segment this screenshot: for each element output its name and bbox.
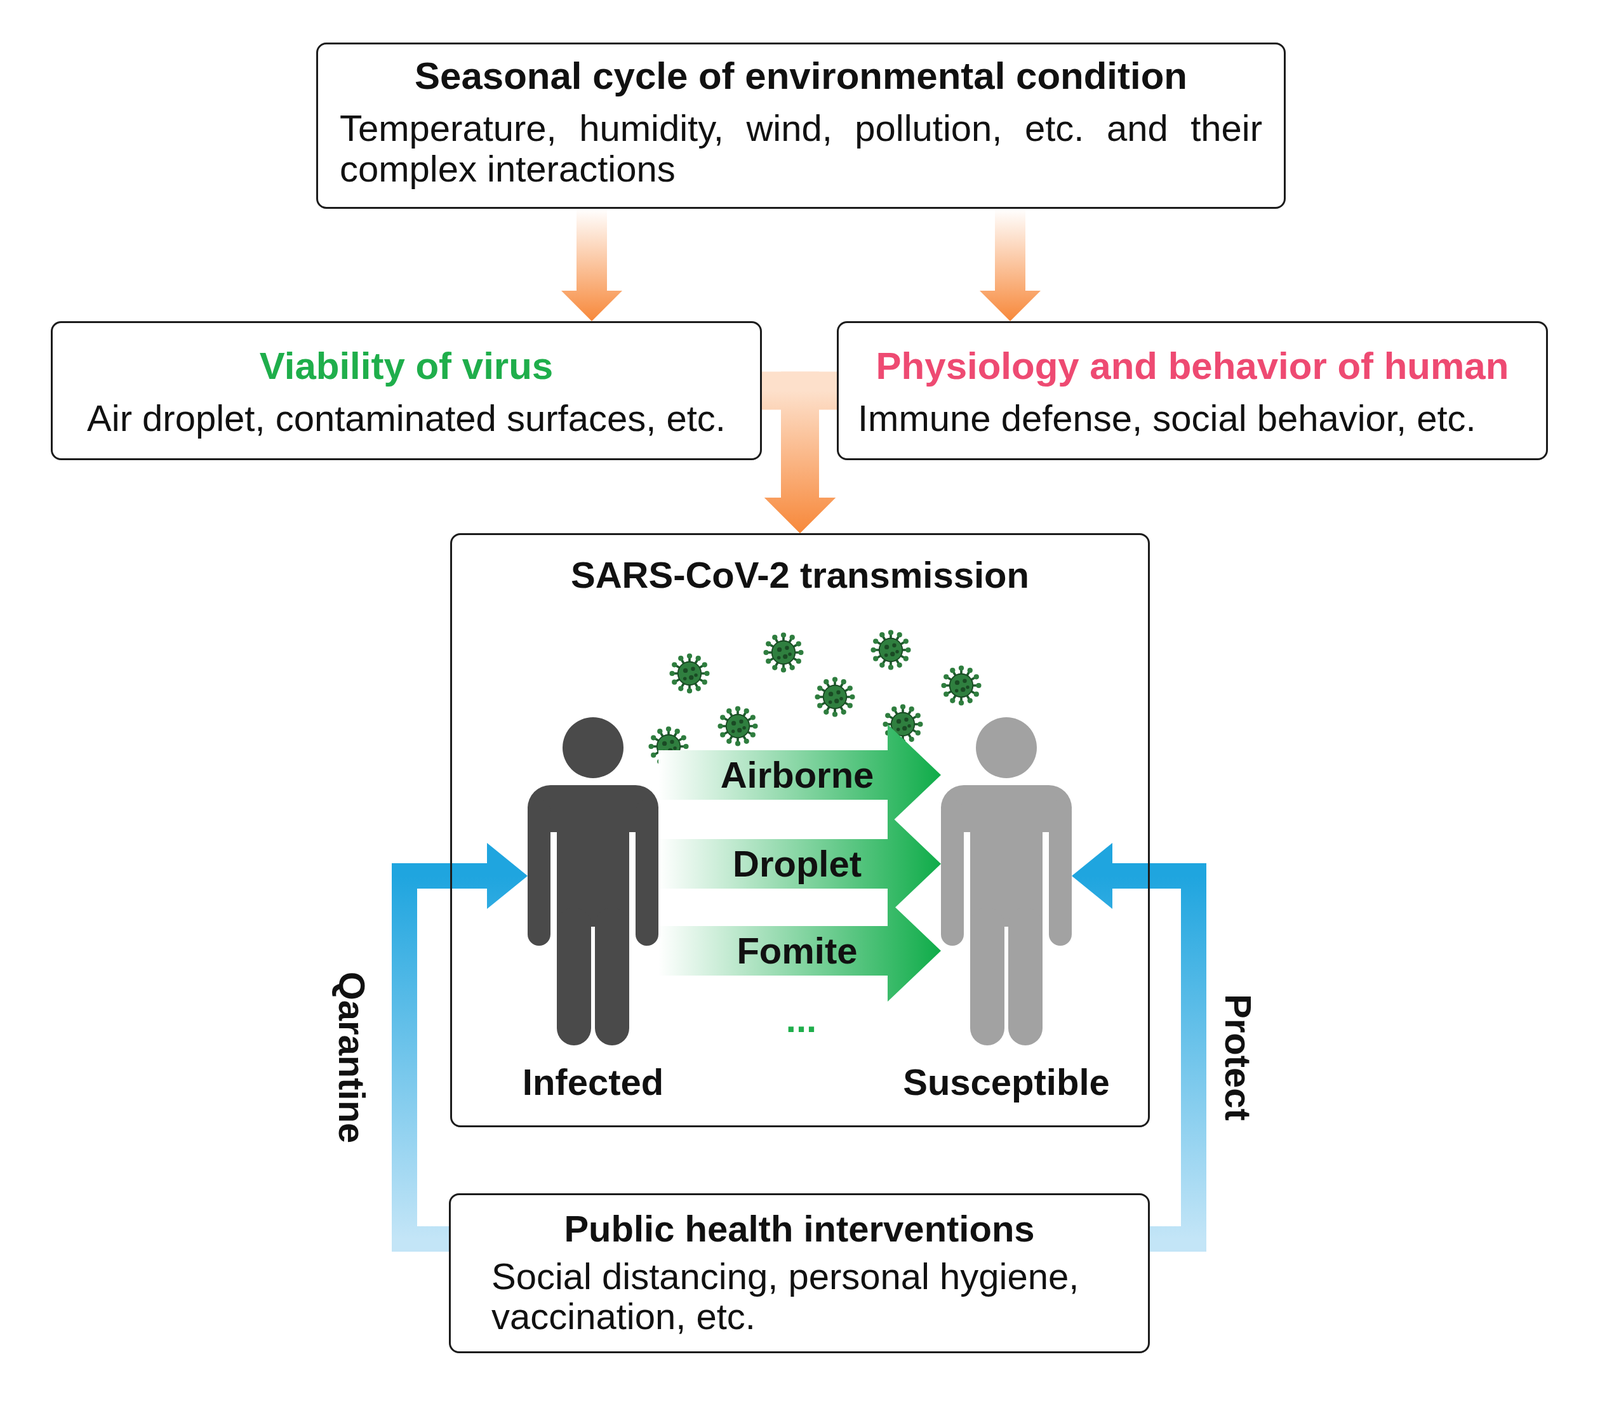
person-part — [556, 785, 630, 927]
arrow-head — [887, 900, 941, 1002]
person-part — [1048, 800, 1072, 947]
arrow-head — [1071, 843, 1113, 910]
orange-merge-arrow — [764, 391, 837, 534]
virus-icon — [814, 676, 855, 717]
person-label: Susceptible — [902, 1060, 1110, 1105]
virus-icon — [669, 653, 710, 694]
edge-label: Protect — [1215, 994, 1261, 1122]
arrow-head — [486, 843, 528, 910]
edge-label: Qarantine — [329, 972, 374, 1145]
box-body: Air droplet, contaminated surfaces, etc. — [67, 398, 745, 439]
interventions-box: Public health interventionsSocial distan… — [448, 1193, 1150, 1354]
virus-icon — [717, 706, 758, 747]
person-label: Infected — [522, 1060, 664, 1105]
person-part — [635, 800, 659, 947]
protect-arrow — [1071, 843, 1194, 1240]
person-part — [970, 785, 1043, 927]
person-part — [527, 800, 551, 947]
person-part — [1008, 907, 1043, 1046]
ellipsis-mark: ... — [786, 997, 817, 1042]
box-heading: Physiology and behavior of human — [857, 343, 1527, 390]
human-behavior-box: Physiology and behavior of humanImmune d… — [836, 321, 1548, 461]
transmission-arrow — [658, 900, 941, 1002]
arrow-shaft — [576, 208, 607, 293]
virus-icon — [940, 665, 981, 706]
transmission-arrow — [658, 724, 941, 827]
environment-box: Seasonal cycle of environmental conditio… — [316, 42, 1286, 209]
person-head — [975, 717, 1037, 779]
box-body: Social distancing, personal hygiene, vac… — [491, 1256, 1108, 1338]
susceptible-person: Susceptible — [940, 717, 1072, 1046]
arrow-head — [561, 290, 623, 322]
person-part — [594, 907, 630, 1046]
box-heading: Seasonal cycle of environmental conditio… — [339, 53, 1263, 100]
edge-label: Droplet — [732, 841, 862, 887]
virus-icon — [870, 629, 911, 670]
edge-label: Airborne — [720, 753, 875, 798]
arrow-head — [887, 724, 941, 827]
person-part — [556, 907, 592, 1046]
arrow-head — [764, 497, 836, 534]
edge-label: Fomite — [736, 928, 858, 974]
arrow-head — [979, 290, 1041, 322]
arrow-head — [764, 497, 836, 534]
person-icon — [940, 717, 1072, 1046]
virus-icon — [763, 632, 804, 673]
arrow-shaft — [658, 750, 889, 800]
arrow-shaft — [994, 208, 1026, 293]
person-icon — [527, 717, 659, 1046]
arrow-head — [887, 813, 941, 915]
person-head — [562, 717, 624, 779]
arrow-shaft — [404, 876, 489, 1240]
box-body: Immune defense, social behavior, etc. — [857, 398, 1527, 439]
person-part — [970, 907, 1005, 1046]
box-body: Temperature, humidity, wind, pollution, … — [339, 107, 1263, 190]
panel-heading: SARS-CoV-2 transmission — [467, 553, 1133, 598]
quarantine-arrow — [404, 843, 528, 1240]
person-part — [940, 800, 964, 947]
orange-arrow — [979, 208, 1041, 322]
infected-person: Infected — [527, 717, 659, 1046]
box-heading: Viability of virus — [67, 343, 745, 390]
arrow-shaft — [658, 839, 889, 889]
virus-viability-box: Viability of virusAir droplet, contamina… — [50, 321, 762, 461]
arrow-shaft — [1111, 876, 1194, 1240]
orange-arrow — [561, 208, 623, 322]
arrow-shaft — [658, 926, 889, 976]
box-heading: Public health interventions — [491, 1206, 1108, 1252]
arrow-shaft — [800, 391, 837, 500]
transmission-arrow — [658, 813, 941, 915]
